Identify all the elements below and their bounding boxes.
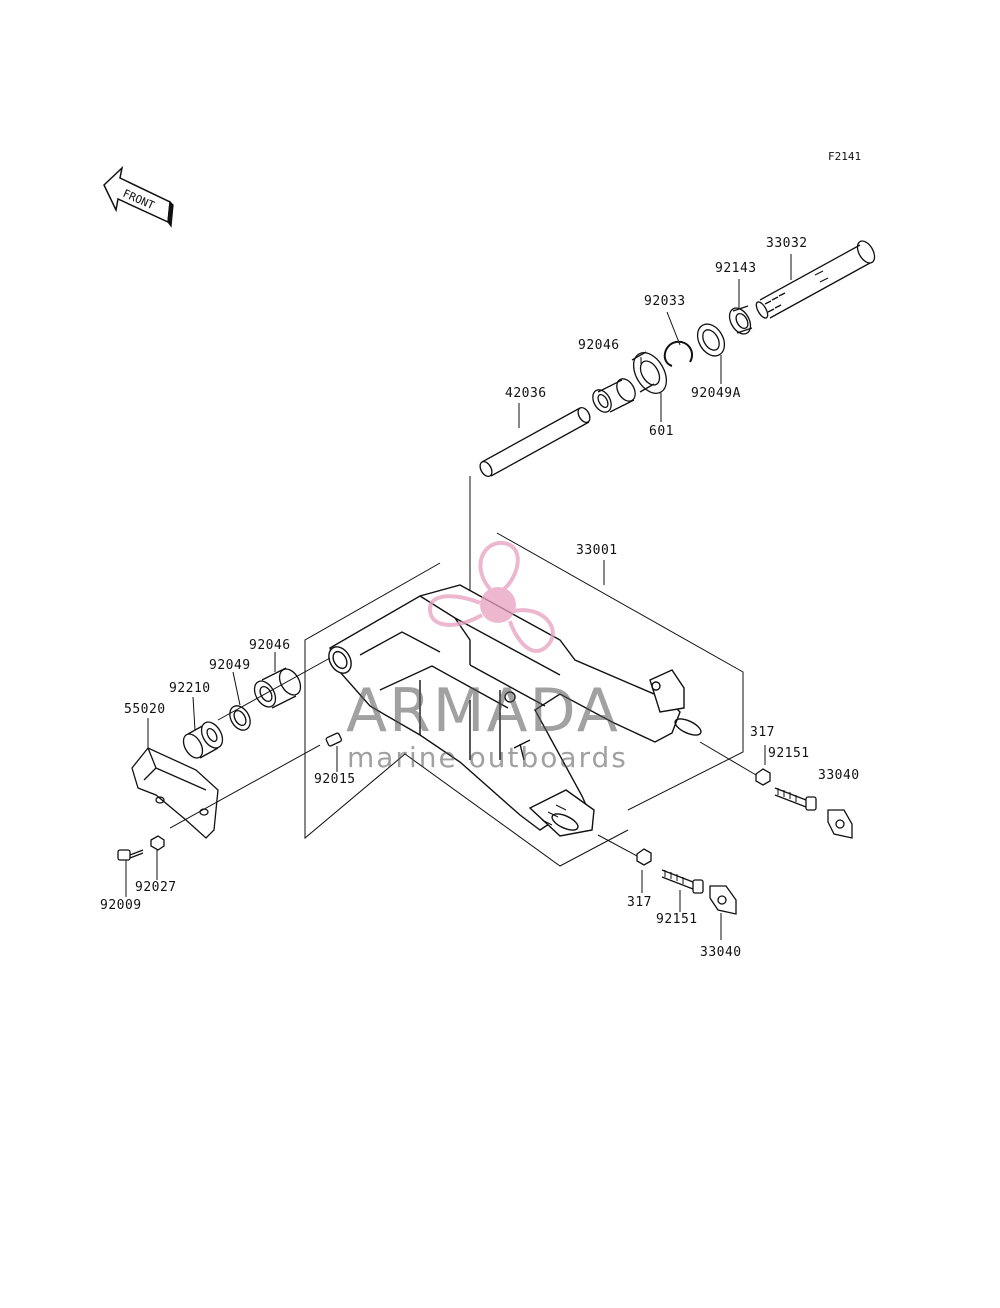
part-label-92046-upper: 92046 bbox=[578, 338, 620, 353]
adjuster-set-right bbox=[699, 741, 853, 839]
bearing-601 bbox=[631, 351, 668, 394]
washer-92027 bbox=[150, 835, 165, 851]
part-label-92210: 92210 bbox=[169, 681, 211, 696]
seal-92049a bbox=[696, 323, 726, 357]
part-label-42036: 42036 bbox=[505, 386, 547, 401]
seal-92049 bbox=[229, 705, 251, 731]
part-label-317-left: 317 bbox=[627, 895, 652, 910]
front-arrow-icon: FRONT bbox=[103, 165, 174, 228]
part-label-92151-right: 92151 bbox=[768, 746, 810, 761]
part-label-317-right: 317 bbox=[750, 725, 775, 740]
adjuster-set-left bbox=[597, 834, 737, 915]
bracket-33001 bbox=[304, 532, 744, 867]
part-label-33040-left: 33040 bbox=[700, 945, 742, 960]
needle-bearing-92046-upper bbox=[592, 378, 636, 413]
armada-propeller-logo bbox=[427, 541, 555, 653]
part-label-92015: 92015 bbox=[314, 772, 356, 787]
collar-92210 bbox=[182, 721, 224, 759]
sleeve-42036 bbox=[479, 406, 591, 478]
part-label-92033: 92033 bbox=[644, 294, 686, 309]
leader-lines-upper bbox=[469, 254, 792, 590]
part-label-55020: 55020 bbox=[124, 702, 166, 717]
swingarm-33001 bbox=[328, 584, 702, 837]
part-label-92049a: 92049A bbox=[691, 386, 741, 401]
pivot-shaft-33032 bbox=[755, 240, 876, 319]
part-label-92046-lower: 92046 bbox=[249, 638, 291, 653]
collar-92143 bbox=[728, 305, 753, 335]
part-label-33001: 33001 bbox=[576, 543, 618, 558]
watermark-subtitle: marine outboards bbox=[347, 741, 628, 774]
circlip-92033 bbox=[663, 340, 694, 367]
grease-nipple-92015 bbox=[325, 732, 343, 747]
part-label-92143: 92143 bbox=[715, 261, 757, 276]
part-label-92027: 92027 bbox=[135, 880, 177, 895]
part-label-92151-left: 92151 bbox=[656, 912, 698, 927]
part-label-33040-right: 33040 bbox=[818, 768, 860, 783]
chain-guide-55020 bbox=[131, 747, 219, 839]
figure-code: F2141 bbox=[828, 150, 862, 163]
part-label-92049: 92049 bbox=[209, 658, 251, 673]
part-label-33032: 33032 bbox=[766, 236, 808, 251]
part-label-601: 601 bbox=[649, 424, 674, 439]
watermark-title: ARMADA bbox=[346, 676, 620, 746]
part-label-92009: 92009 bbox=[100, 898, 142, 913]
bolt-92009 bbox=[117, 849, 144, 861]
needle-bearing-92046-lower bbox=[253, 667, 302, 709]
